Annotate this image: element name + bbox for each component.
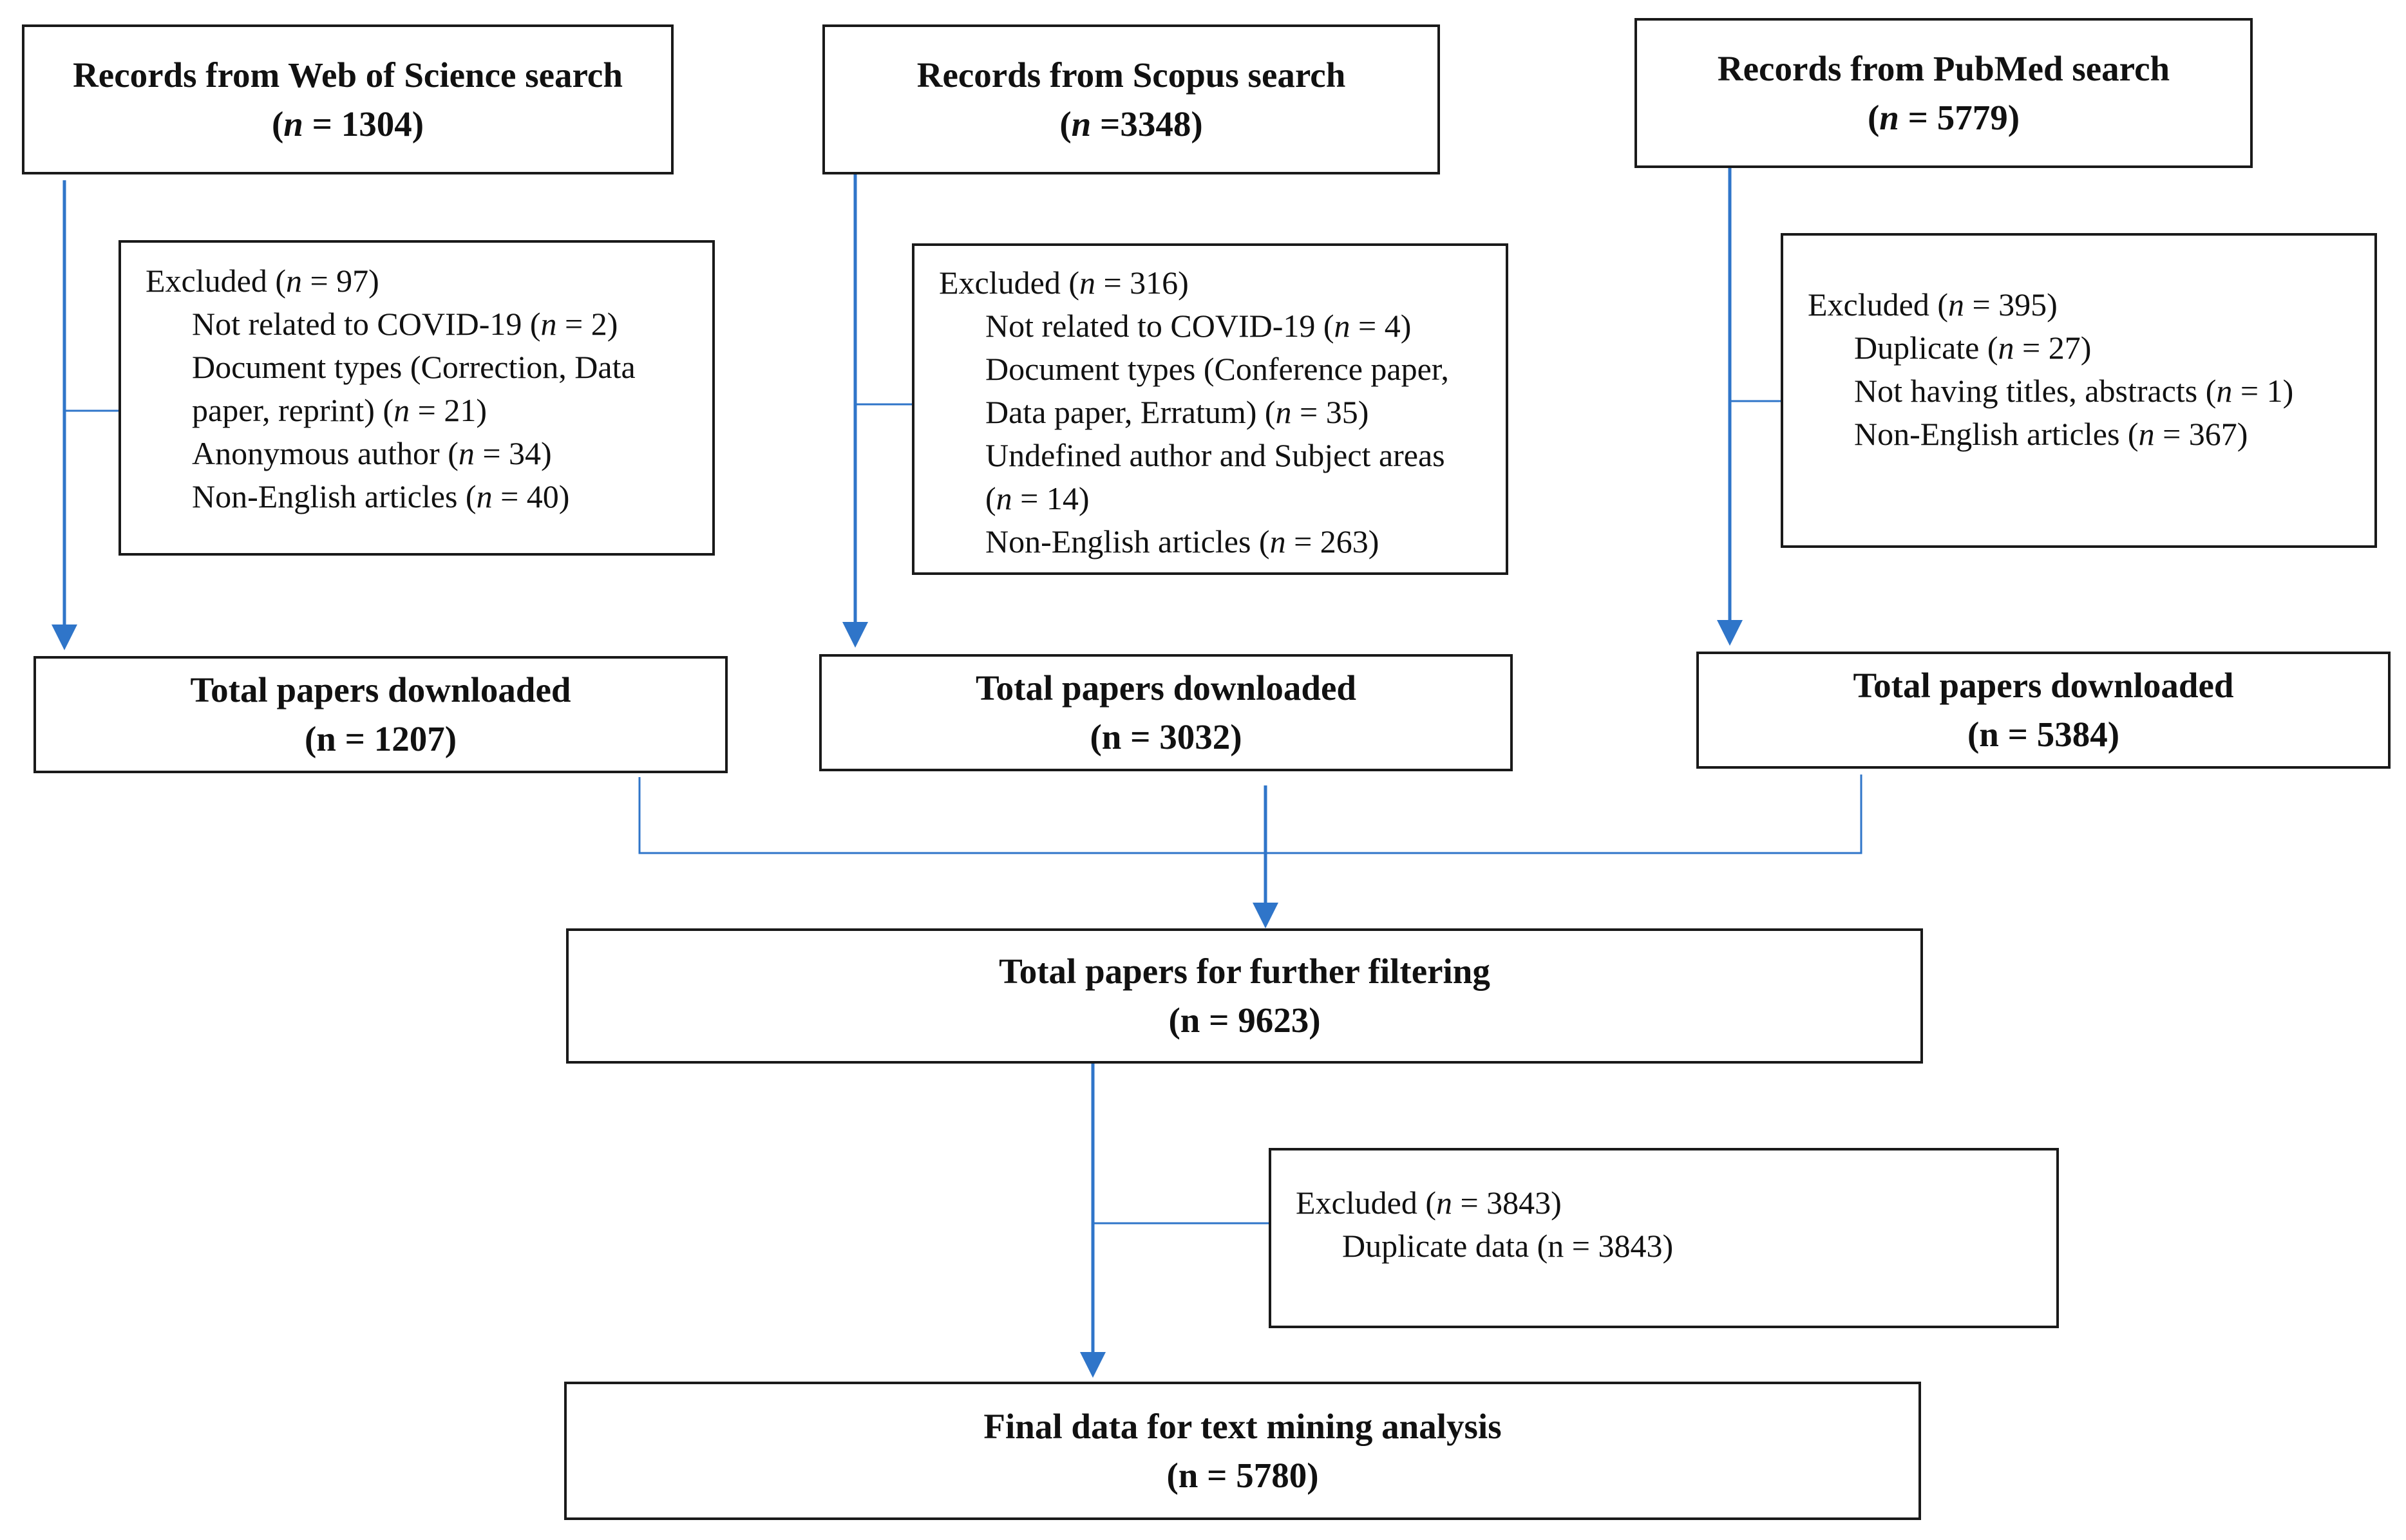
downloaded-count: (n = 1207) <box>304 719 457 758</box>
downloaded-box-web-of-science: Total papers downloaded (n = 1207) <box>33 656 728 773</box>
excluded-item: Duplicate data (n = 3843) <box>1342 1228 1674 1264</box>
downloaded-box-pubmed: Total papers downloaded (n = 5384) <box>1696 652 2391 769</box>
excluded-box-final: Excluded (n = 3843) Duplicate data (n = … <box>1269 1148 2059 1328</box>
excluded-item: Document types (Conference paper, <box>985 351 1449 387</box>
source-count: (n = 5779) <box>1867 97 2020 137</box>
downloaded-label: Total papers downloaded <box>190 670 571 709</box>
source-count: (n = 1304) <box>271 104 424 144</box>
excluded-item: Non-English articles (n = 263) <box>985 523 1379 559</box>
final-count: (n = 5780) <box>1166 1455 1319 1495</box>
downloaded-count: (n = 5384) <box>1967 715 2120 754</box>
source-title: Records from Scopus search <box>916 55 1346 95</box>
downloaded-count: (n = 3032) <box>1090 717 1242 756</box>
excluded-item: Not related to COVID-19 (n = 2) <box>192 306 618 342</box>
excluded-heading: Excluded (n = 97) <box>146 263 379 299</box>
excluded-item: Undefined author and Subject areas <box>985 437 1445 473</box>
downloaded-label: Total papers downloaded <box>976 668 1356 708</box>
further-filtering-box: Total papers for further filtering (n = … <box>566 928 1923 1064</box>
excluded-box-scopus: Excluded (n = 316) Not related to COVID-… <box>912 243 1508 575</box>
excluded-item: Non-English articles (n = 40) <box>192 478 570 514</box>
downloaded-label: Total papers downloaded <box>1853 666 2234 705</box>
source-box-scopus: Records from Scopus search (n =3348) <box>822 24 1440 174</box>
further-label: Total papers for further filtering <box>999 952 1490 991</box>
excluded-box-pubmed: Excluded (n = 395) Duplicate (n = 27) No… <box>1781 233 2377 548</box>
excluded-item: paper, reprint) (n = 21) <box>192 392 487 428</box>
final-data-box: Final data for text mining analysis (n =… <box>564 1382 1921 1520</box>
excluded-heading: Excluded (n = 395) <box>1808 286 2058 323</box>
source-count: (n =3348) <box>1059 104 1203 144</box>
source-box-pubmed: Records from PubMed search (n = 5779) <box>1634 18 2253 168</box>
excluded-item: (n = 14) <box>985 480 1090 516</box>
excluded-item: Anonymous author (n = 34) <box>192 435 552 471</box>
excluded-heading: Excluded (n = 3843) <box>1296 1185 1562 1221</box>
excluded-item: Non-English articles (n = 367) <box>1854 416 2248 452</box>
excluded-item: Duplicate (n = 27) <box>1854 330 2092 366</box>
final-label: Final data for text mining analysis <box>983 1406 1502 1446</box>
source-title: Records from PubMed search <box>1717 48 2170 88</box>
excluded-item: Not having titles, abstracts (n = 1) <box>1854 373 2294 409</box>
excluded-item: Document types (Correction, Data <box>192 349 636 385</box>
excluded-heading: Excluded (n = 316) <box>939 265 1189 301</box>
excluded-box-web-of-science: Excluded (n = 97) Not related to COVID-1… <box>118 240 715 556</box>
excluded-item: Not related to COVID-19 (n = 4) <box>985 308 1412 344</box>
excluded-item: Data paper, Erratum) (n = 35) <box>985 394 1369 430</box>
merge-bracket <box>638 775 1862 854</box>
source-box-web-of-science: Records from Web of Science search (n = … <box>22 24 674 174</box>
source-title: Records from Web of Science search <box>73 55 623 95</box>
further-count: (n = 9623) <box>1168 1000 1321 1040</box>
downloaded-box-scopus: Total papers downloaded (n = 3032) <box>819 654 1513 771</box>
